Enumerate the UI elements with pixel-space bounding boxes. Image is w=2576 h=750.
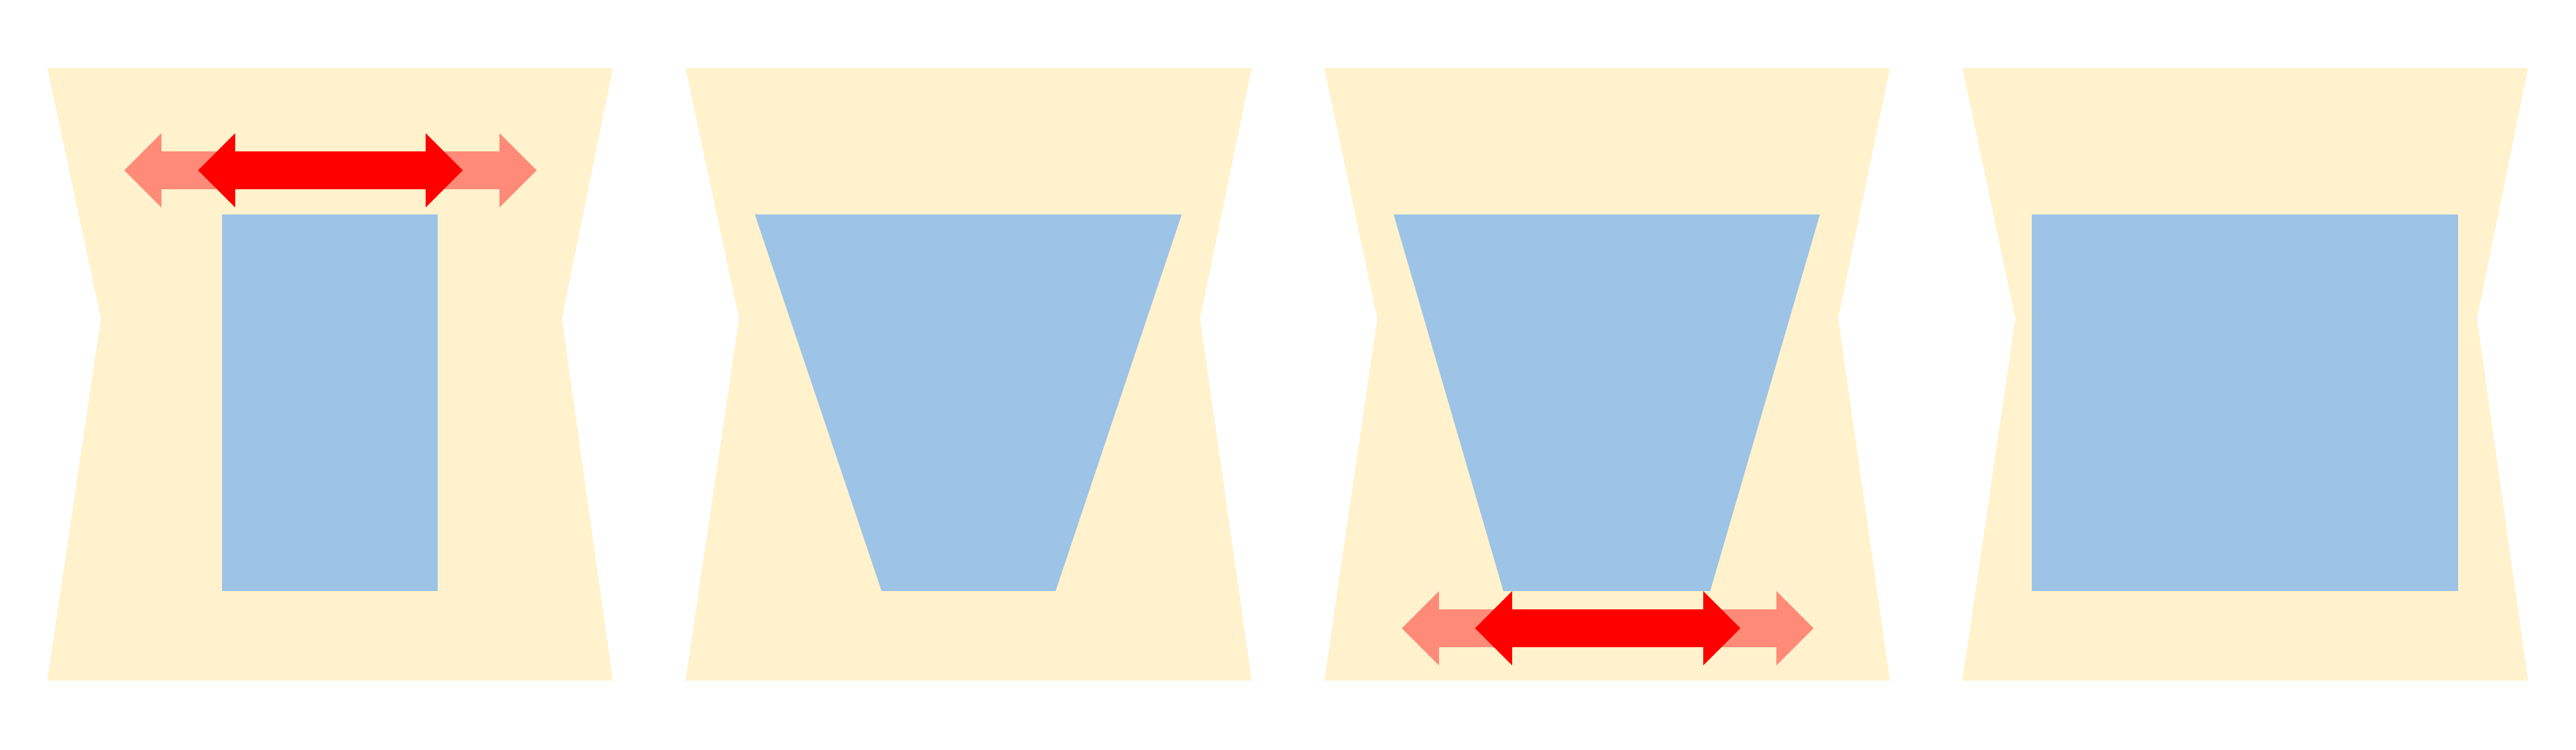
panel-3: [1324, 68, 1890, 681]
panel-4-inner-rectangle: [2032, 214, 2458, 591]
panel-2: [685, 68, 1252, 681]
panel-2-inner-trapezoid: [755, 214, 1182, 591]
panel-1-inner-rectangle: [222, 214, 438, 591]
panel-4: [1962, 68, 2528, 681]
panel-1-strong-double-arrow: [198, 133, 463, 208]
panel-3-inner-trapezoid: [1394, 214, 1820, 591]
panel-3-strong-double-arrow: [1475, 591, 1740, 665]
panel-1: [47, 68, 613, 681]
